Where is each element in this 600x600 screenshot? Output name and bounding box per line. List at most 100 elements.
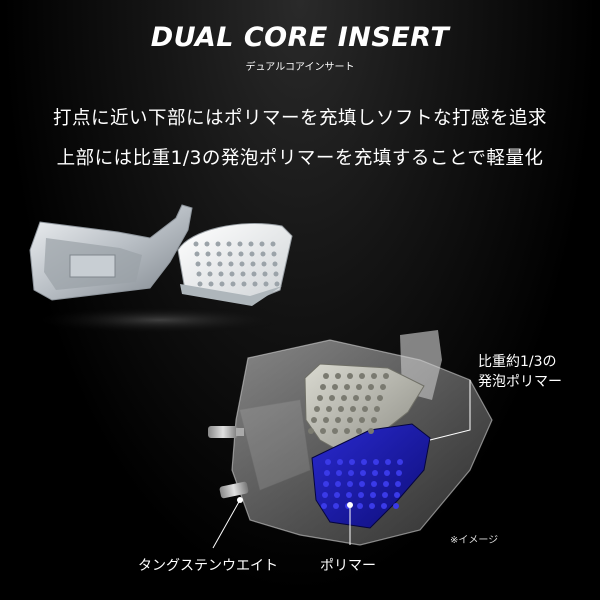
texture-dot <box>359 373 365 379</box>
texture-dot <box>335 417 341 423</box>
texture-dot <box>197 281 203 287</box>
texture-dot <box>252 281 258 287</box>
texture-dot <box>347 481 353 487</box>
texture-dot <box>227 251 233 257</box>
texture-dot <box>368 428 374 434</box>
texture-dot <box>215 241 221 247</box>
texture-dot <box>216 251 222 257</box>
texture-dot <box>323 481 329 487</box>
texture-dot <box>249 251 255 257</box>
texture-dot <box>332 384 338 390</box>
texture-dot <box>320 384 326 390</box>
texture-dot <box>322 492 328 498</box>
texture-dot <box>377 395 383 401</box>
texture-dot <box>374 406 380 412</box>
tungsten-screw-lower <box>219 481 249 499</box>
texture-dot <box>326 406 332 412</box>
texture-dot <box>207 271 213 277</box>
texture-dot <box>341 395 347 401</box>
texture-dot <box>381 503 387 509</box>
texture-dot <box>259 241 265 247</box>
texture-dot <box>323 373 329 379</box>
foam-polymer-label-line-1: 比重約1/3の <box>478 354 557 370</box>
texture-dot <box>336 470 342 476</box>
texture-dot <box>356 428 362 434</box>
texture-dot <box>240 271 246 277</box>
texture-dot <box>206 261 212 267</box>
texture-dot <box>344 428 350 434</box>
insert-dots <box>193 241 280 287</box>
texture-dot <box>335 373 341 379</box>
texture-dot <box>395 481 401 487</box>
texture-dot <box>238 251 244 257</box>
texture-dot <box>371 481 377 487</box>
texture-dot <box>205 251 211 257</box>
foam-leader-line <box>429 380 471 441</box>
texture-dot <box>338 406 344 412</box>
texture-dot <box>382 492 388 498</box>
texture-dot <box>369 503 375 509</box>
texture-dot <box>314 406 320 412</box>
texture-dot <box>263 281 269 287</box>
texture-dot <box>226 241 232 247</box>
description-line-1: 打点に近い下部にはポリマーを充填しソフトな打感を追求 <box>52 108 547 129</box>
texture-dot <box>237 241 243 247</box>
texture-dot <box>334 492 340 498</box>
texture-dot <box>329 395 335 401</box>
texture-dot <box>368 384 374 390</box>
texture-dot <box>357 503 363 509</box>
texture-dot <box>230 281 236 287</box>
texture-dot <box>262 271 268 277</box>
texture-dot <box>218 271 224 277</box>
polymer-dots <box>321 459 403 509</box>
texture-dot <box>349 459 355 465</box>
texture-dot <box>371 373 377 379</box>
texture-dot <box>380 384 386 390</box>
texture-dot <box>308 428 314 434</box>
texture-dot <box>193 241 199 247</box>
texture-dot <box>217 261 223 267</box>
tungsten-screw-upper <box>208 426 244 438</box>
texture-dot <box>248 241 254 247</box>
texture-dot <box>347 417 353 423</box>
texture-dot <box>219 281 225 287</box>
texture-dot <box>273 271 279 277</box>
texture-dot <box>353 395 359 401</box>
page-title: DUAL CORE INSERT <box>150 22 450 53</box>
texture-dot <box>320 428 326 434</box>
texture-dot <box>385 459 391 465</box>
page-subtitle: デュアルコアインサート <box>245 62 355 73</box>
image-note: ※イメージ <box>450 535 499 546</box>
texture-dot <box>383 373 389 379</box>
tungsten-weight-label: タングステンウエイト <box>138 558 278 574</box>
texture-dot <box>348 470 354 476</box>
texture-dot <box>272 261 278 267</box>
texture-dot <box>251 271 257 277</box>
texture-dot <box>241 281 247 287</box>
texture-dot <box>204 241 210 247</box>
texture-dot <box>365 395 371 401</box>
texture-dot <box>321 503 327 509</box>
texture-dot <box>335 481 341 487</box>
texture-dot <box>373 459 379 465</box>
texture-dot <box>371 417 377 423</box>
texture-dot <box>393 503 399 509</box>
foam-polymer-label: 比重約1/3の 発泡ポリマー <box>478 352 562 392</box>
texture-dot <box>324 470 330 476</box>
texture-dot <box>372 470 378 476</box>
texture-dot <box>359 417 365 423</box>
texture-dot <box>196 271 202 277</box>
texture-dot <box>383 481 389 487</box>
texture-dot <box>356 384 362 390</box>
texture-dot <box>347 373 353 379</box>
texture-dot <box>370 492 376 498</box>
texture-dot <box>397 459 403 465</box>
texture-dot <box>260 251 266 257</box>
texture-dot <box>344 384 350 390</box>
texture-dot <box>350 406 356 412</box>
texture-dot <box>194 251 200 257</box>
texture-dot <box>361 459 367 465</box>
texture-dot <box>311 417 317 423</box>
